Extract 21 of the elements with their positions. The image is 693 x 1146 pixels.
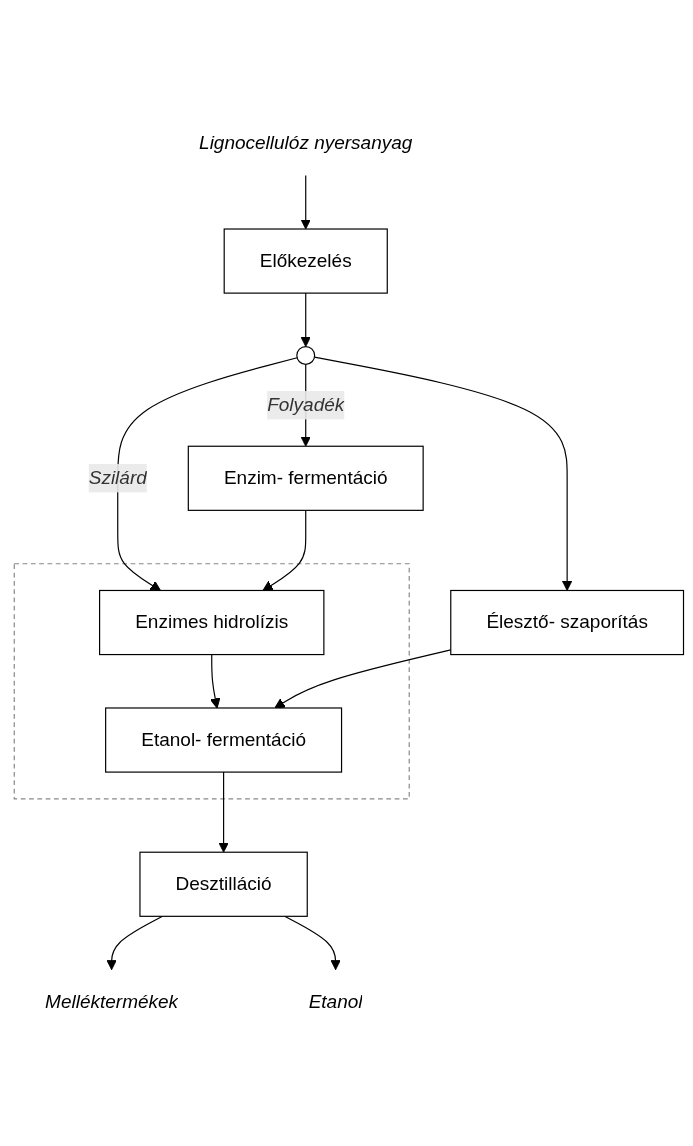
node-text: Melléktermékek (45, 991, 179, 1012)
node-box: Enzimes hidrolízis (99, 590, 325, 656)
cluster (13, 563, 410, 800)
arrow (300, 175, 311, 230)
node-text: Lignocellulóz nyersanyag (199, 133, 413, 154)
arrow (300, 292, 311, 348)
node-box: Élesztő- szaporítás (450, 590, 685, 656)
arrow (284, 916, 341, 971)
node-text: Etanol (308, 991, 363, 1012)
node-box: Előkezelés (223, 228, 388, 295)
node-box: Etanol- fermentáció (105, 707, 343, 773)
arrow (117, 357, 298, 592)
node-box: Enzim- fermentáció (187, 445, 424, 512)
arrow (262, 510, 307, 592)
node-box: Desztilláció (139, 851, 308, 918)
arrow (210, 654, 221, 709)
arrow (218, 771, 229, 853)
edge-label: Szilárd (88, 467, 147, 489)
node-circle (296, 346, 316, 366)
arrow (106, 916, 164, 971)
edge-label: Folyadék (267, 394, 345, 416)
